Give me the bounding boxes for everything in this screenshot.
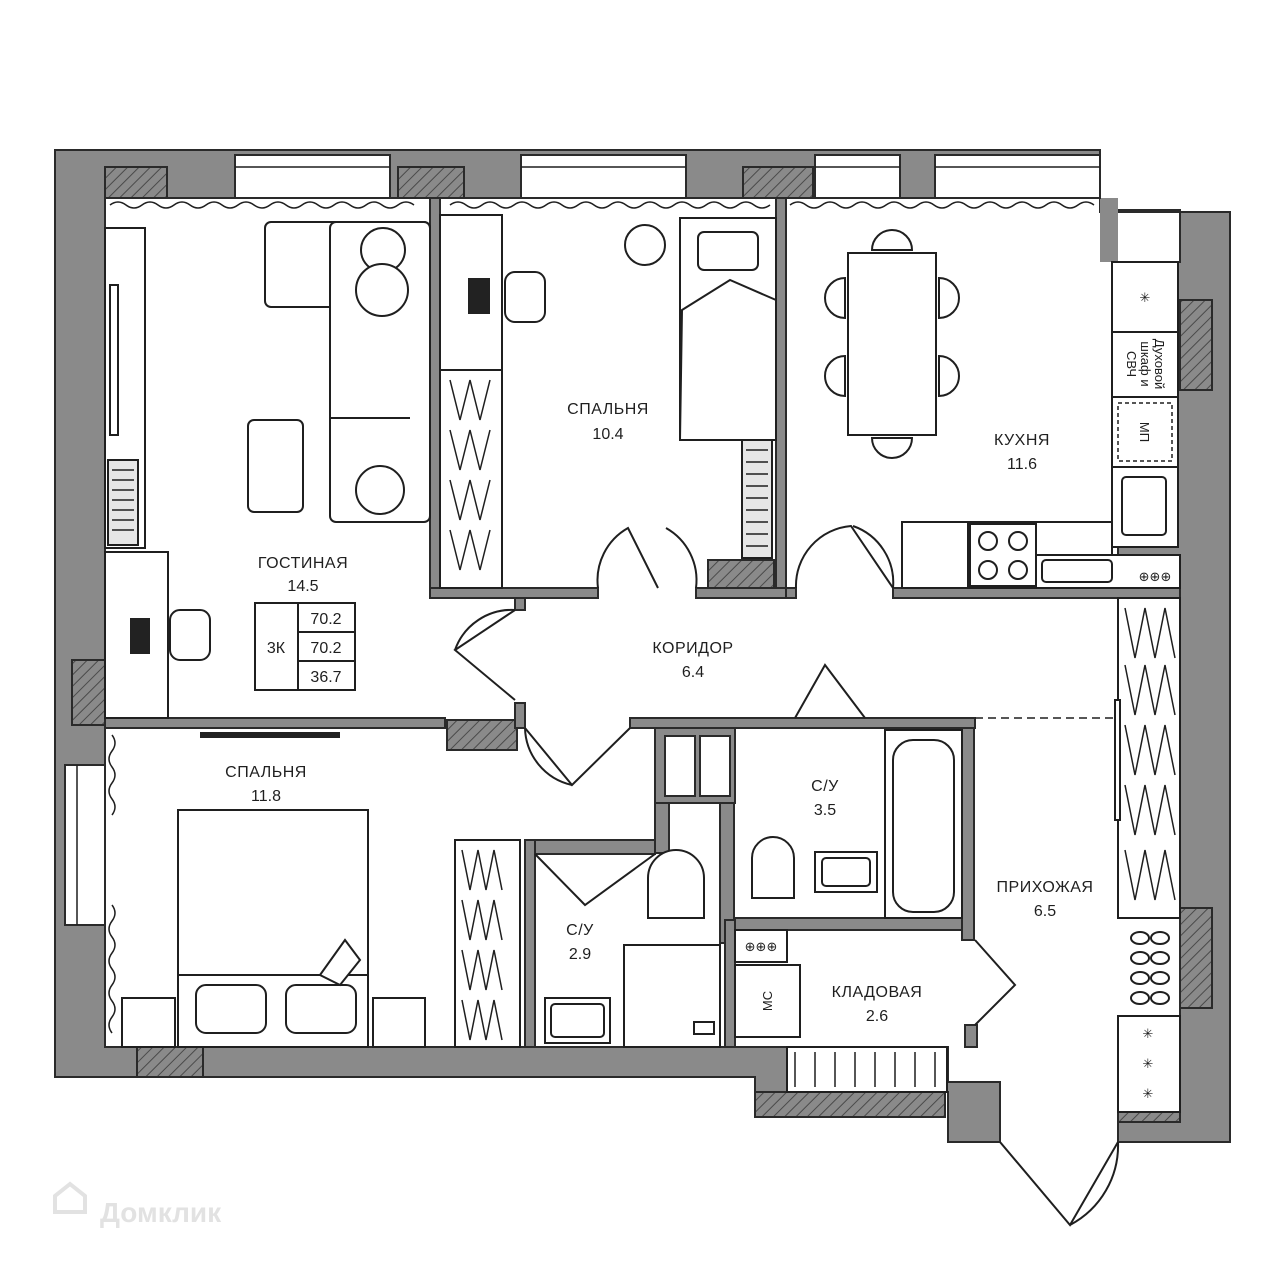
living-furniture (104, 221, 431, 719)
watermark-text: Домклик (100, 1197, 222, 1228)
storage-name: КЛАДОВАЯ (832, 984, 923, 1001)
bathroom-furniture: ⊕⊕⊕ МС (544, 729, 963, 1048)
kitchen-furniture: ✳ Духовой шкаф и СВЧ МП ⊕⊕⊕ (824, 229, 1181, 589)
hall-furniture: ✳ ✳ ✳ (786, 597, 1181, 1113)
bathroom-small-area: 2.9 (569, 946, 591, 963)
total-area: 70.2 (310, 611, 341, 628)
watermark: Домклик (53, 1181, 222, 1228)
storage-area: 2.6 (866, 1008, 888, 1025)
room-labels: ГОСТИНАЯ 14.5 СПАЛЬНЯ 10.4 КУХНЯ 11.6 КО… (225, 401, 1093, 1025)
bedroom-bottom-name: СПАЛЬНЯ (225, 764, 307, 781)
oven-label-1: Духовой (1152, 339, 1167, 389)
windows (64, 154, 1101, 926)
bedroom-top-area: 10.4 (592, 426, 623, 443)
bedroom-bottom-area: 11.8 (251, 788, 281, 805)
bathroom-small-name: С/У (566, 922, 594, 939)
light-icon-2: ✳ (1143, 1056, 1154, 1071)
bedroom-top-name: СПАЛЬНЯ (567, 401, 649, 418)
apartment-type: 3К (267, 640, 286, 657)
socket-icon-2: ⊕⊕⊕ (745, 939, 778, 954)
total-area-2: 70.2 (310, 640, 341, 657)
light-icon-3: ✳ (1143, 1086, 1154, 1101)
kitchen-name: КУХНЯ (994, 432, 1050, 449)
oven-label-3: СВЧ (1124, 351, 1139, 377)
curtains (108, 201, 1095, 1034)
living-area: 36.7 (310, 669, 341, 686)
cooktop-icon: ✳ (1140, 290, 1151, 305)
light-icon-1: ✳ (1143, 1026, 1154, 1041)
corridor-area: 6.4 (682, 664, 704, 681)
washer-label: МС (760, 991, 775, 1011)
corridor-name: КОРИДОР (652, 640, 733, 657)
living-room-area: 14.5 (287, 578, 318, 595)
living-room-name: ГОСТИНАЯ (258, 555, 348, 572)
bathroom-big-area: 3.5 (814, 802, 836, 819)
kitchen-area: 11.6 (1007, 456, 1037, 473)
house-logo-icon (53, 1181, 87, 1214)
hall-area: 6.5 (1034, 903, 1056, 920)
bathroom-big-name: С/У (811, 778, 839, 795)
outer-walls (54, 149, 1231, 1143)
bedroom-bottom-furniture (121, 732, 521, 1048)
hall-name: ПРИХОЖАЯ (997, 879, 1094, 896)
bedroom-top-furniture (439, 214, 777, 589)
dishwasher-label: МП (1137, 422, 1152, 442)
oven-label-2: шкаф и (1138, 341, 1153, 386)
socket-icon: ⊕⊕⊕ (1139, 569, 1172, 584)
area-summary-table: 3К 70.2 70.2 36.7 (254, 602, 356, 691)
